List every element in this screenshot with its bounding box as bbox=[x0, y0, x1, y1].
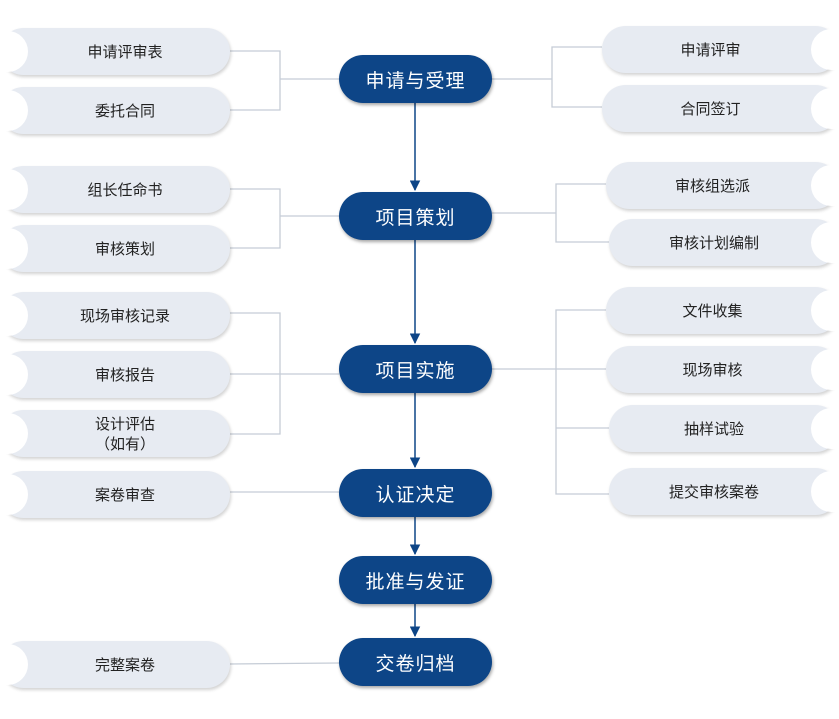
step-archiving: 交卷归档 bbox=[339, 638, 492, 686]
task-document-collection: 文件收集 bbox=[606, 287, 839, 334]
bracket-right-3 bbox=[555, 309, 609, 495]
doc-audit-report: 审核报告 bbox=[0, 351, 230, 398]
step-application-acceptance: 申请与受理 bbox=[339, 55, 492, 103]
step-project-implementation: 项目实施 bbox=[339, 345, 492, 393]
doc-audit-planning: 审核策划 bbox=[0, 225, 230, 272]
task-label: 提交审核案卷 bbox=[668, 482, 759, 501]
bracket-left-2 bbox=[230, 188, 281, 249]
doc-label: 审核报告 bbox=[94, 365, 155, 384]
step-project-planning: 项目策划 bbox=[339, 192, 492, 240]
task-sampling-test: 抽样试验 bbox=[609, 405, 839, 452]
doc-application-review-form: 申请评审表 bbox=[0, 28, 230, 75]
bracket-right-2 bbox=[555, 183, 609, 243]
task-label: 审核组选派 bbox=[674, 176, 750, 195]
step-label: 认证决定 bbox=[375, 483, 456, 506]
step-label: 交卷归档 bbox=[375, 652, 456, 675]
step-label: 批准与发证 bbox=[365, 570, 466, 593]
bracket-right-1 bbox=[551, 46, 602, 108]
link-left-5 bbox=[229, 662, 340, 665]
doc-label: 组长任命书 bbox=[87, 180, 163, 199]
task-team-assignment: 审核组选派 bbox=[606, 162, 839, 209]
doc-label: 完整案卷 bbox=[94, 655, 155, 674]
doc-dossier-review: 案卷审查 bbox=[0, 471, 230, 518]
task-label: 申请评审 bbox=[680, 40, 741, 59]
bracket-left-1 bbox=[230, 50, 281, 111]
doc-label: 现场审核记录 bbox=[79, 306, 170, 325]
task-application-review: 申请评审 bbox=[602, 26, 839, 73]
task-label: 现场审核 bbox=[682, 360, 743, 379]
doc-onsite-audit-record: 现场审核记录 bbox=[0, 292, 230, 339]
step-label: 项目实施 bbox=[375, 359, 456, 382]
step-label: 申请与受理 bbox=[365, 69, 466, 92]
doc-leader-appointment: 组长任命书 bbox=[0, 166, 230, 213]
task-submit-dossier: 提交审核案卷 bbox=[609, 468, 839, 515]
step-approval-issuance: 批准与发证 bbox=[339, 556, 492, 604]
doc-label: 委托合同 bbox=[94, 101, 155, 120]
task-audit-plan: 审核计划编制 bbox=[609, 219, 839, 266]
step-certification-decision: 认证决定 bbox=[339, 469, 492, 517]
task-label: 抽样试验 bbox=[683, 419, 744, 438]
task-contract-signing: 合同签订 bbox=[602, 85, 839, 132]
doc-label: 案卷审查 bbox=[94, 485, 155, 504]
doc-label: 审核策划 bbox=[94, 239, 155, 258]
task-label: 审核计划编制 bbox=[668, 233, 759, 252]
doc-label: 设计评估 （如有） bbox=[94, 414, 155, 453]
task-label: 合同签订 bbox=[680, 99, 741, 118]
doc-complete-dossier: 完整案卷 bbox=[0, 641, 230, 688]
doc-entrustment-contract: 委托合同 bbox=[0, 87, 230, 134]
task-label: 文件收集 bbox=[682, 301, 743, 320]
doc-label: 申请评审表 bbox=[87, 42, 163, 61]
step-label: 项目策划 bbox=[375, 206, 456, 229]
task-onsite-audit: 现场审核 bbox=[606, 346, 839, 393]
doc-design-evaluation: 设计评估 （如有） bbox=[0, 410, 230, 457]
